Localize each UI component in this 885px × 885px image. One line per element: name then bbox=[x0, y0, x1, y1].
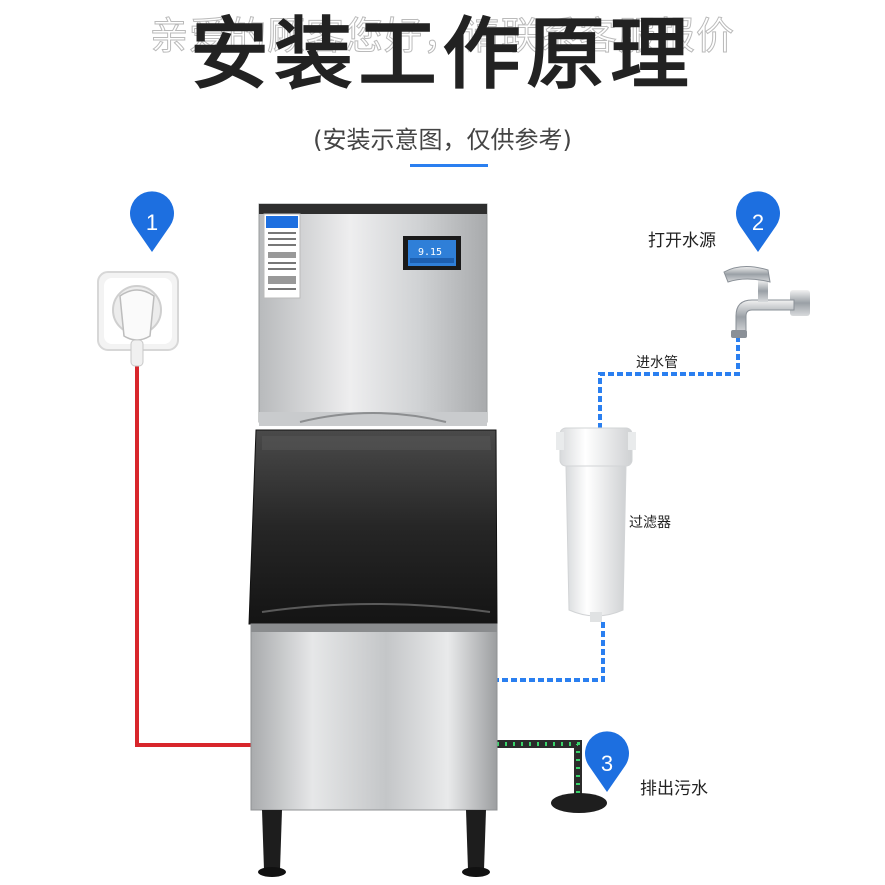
drain-pipe-dots bbox=[497, 742, 580, 795]
power-socket-icon bbox=[97, 271, 179, 367]
machine-legs bbox=[258, 810, 490, 877]
water-inlet-pipe bbox=[598, 336, 740, 430]
filter-label: 过滤器 bbox=[629, 515, 671, 531]
inlet-pipe-label: 进水管 bbox=[636, 355, 678, 371]
power-cable bbox=[135, 365, 256, 747]
step-2-number: 2 bbox=[752, 210, 764, 235]
display-readout: 9.15 bbox=[418, 247, 442, 258]
drain-pipe bbox=[497, 740, 582, 795]
water-feed-pipe bbox=[495, 622, 605, 682]
floor-drain bbox=[551, 793, 607, 813]
page-subtitle: (安装示意图，仅供参考) bbox=[313, 126, 572, 154]
step-2-badge bbox=[735, 191, 780, 252]
control-panel-display bbox=[403, 236, 461, 270]
page-title: 安装工作原理 bbox=[190, 10, 695, 100]
ice-maker-head bbox=[258, 203, 488, 426]
ice-storage-bin bbox=[248, 429, 498, 811]
step-1-badge bbox=[130, 191, 174, 252]
water-tap-icon bbox=[723, 266, 810, 338]
water-filter-icon bbox=[556, 427, 636, 622]
step-3-label: 排出污水 bbox=[640, 779, 708, 799]
step-1-number: 1 bbox=[146, 210, 158, 235]
subtitle-underline bbox=[410, 164, 488, 167]
step-2-label: 打开水源 bbox=[648, 231, 716, 251]
step-3-number: 3 bbox=[601, 751, 613, 776]
watermark-text: 亲爱的顾客您好，请联系客服报价 bbox=[149, 14, 735, 59]
step-3-badge bbox=[585, 731, 629, 792]
